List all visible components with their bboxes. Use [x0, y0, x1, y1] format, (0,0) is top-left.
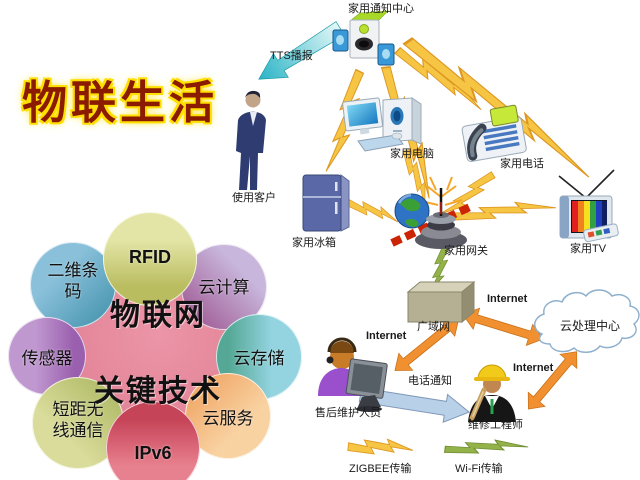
label-notification-center: 家用通知中心	[348, 3, 414, 15]
computer-icon	[342, 97, 422, 152]
label-legend-zigbee: ZIGBEE传输	[349, 463, 412, 475]
label-cloud-center: 云处理中心	[559, 319, 620, 333]
label-phone-notice: 电话通知	[408, 375, 452, 387]
label-support-staff: 售后维护人员	[315, 407, 381, 419]
fridge-icon	[302, 174, 350, 232]
label-fridge: 家用冰箱	[292, 237, 336, 249]
gateway-icon	[390, 176, 474, 249]
label-wan: 广域网	[417, 321, 450, 333]
legend-wifi-bolt	[443, 436, 529, 457]
label-tts-broadcast: TTS播报	[270, 50, 313, 62]
cloud-icon	[534, 289, 640, 353]
label-computer: 家用电脑	[390, 148, 434, 160]
label-phone: 家用电话	[500, 158, 544, 170]
label-internet-wan-cloud: Internet	[487, 293, 528, 305]
support-staff-icon	[318, 337, 388, 412]
page-title: 物联生活	[22, 77, 219, 128]
repair-engineer-icon	[468, 364, 516, 422]
label-legend-wifi: Wi-Fi传输	[455, 463, 503, 475]
label-internet-engineer-cloud: Internet	[513, 362, 554, 374]
label-repair-engineer: 维修工程师	[468, 419, 523, 431]
label-internet-staff-wan: Internet	[366, 330, 407, 342]
label-gateway: 家用网关	[444, 245, 488, 257]
legend-zigbee-bolt	[346, 437, 414, 456]
tv-remote	[583, 223, 619, 243]
label-tv: 家用TV	[570, 243, 607, 255]
wan-box-icon	[406, 280, 476, 324]
phone-icon	[461, 104, 527, 162]
bolt-fridge-gateway	[345, 197, 402, 225]
tts-arrow	[258, 21, 345, 80]
tv-icon	[558, 169, 619, 243]
arrow-engineer-cloud	[519, 344, 586, 417]
label-user: 使用客户	[232, 192, 276, 204]
user-icon	[236, 90, 266, 190]
notification-center-icon	[332, 10, 395, 66]
